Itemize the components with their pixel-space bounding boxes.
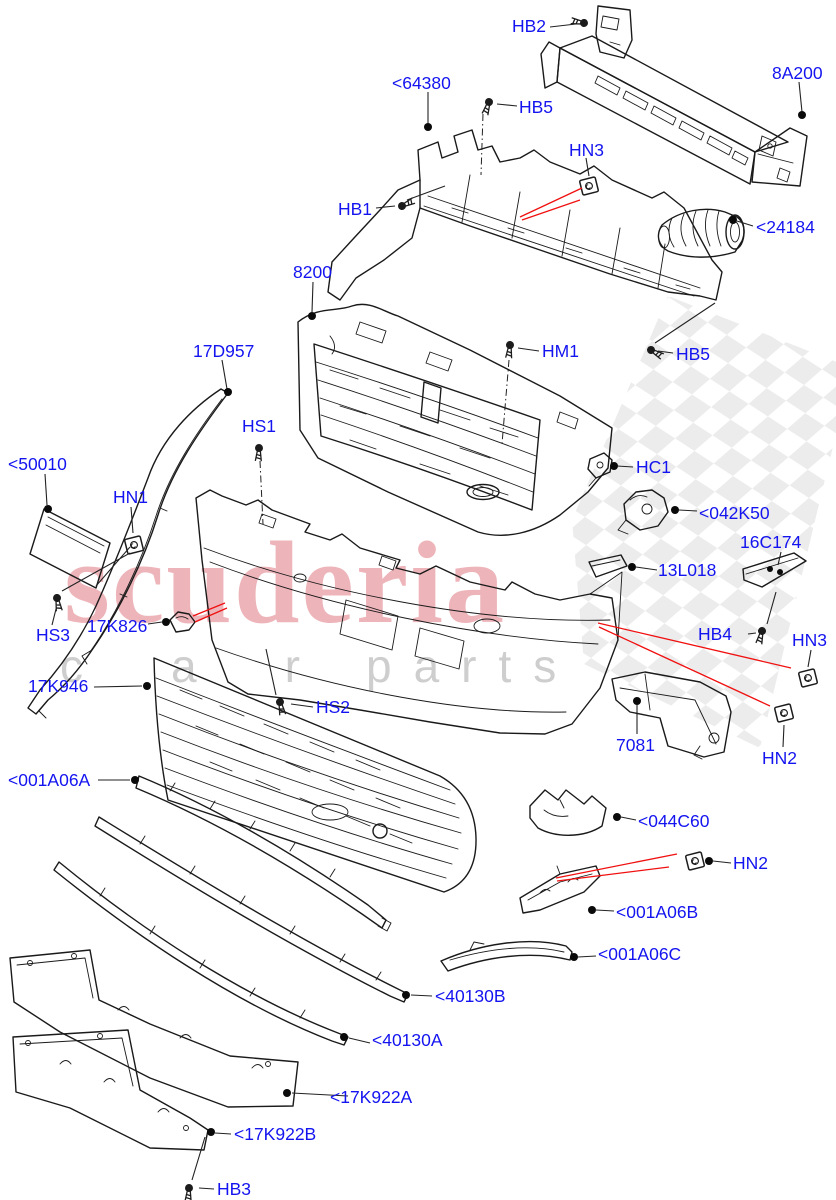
part-label-001a06b[interactable]: <001A06B xyxy=(616,902,698,922)
part-label-17k922b[interactable]: <17K922B xyxy=(234,1124,316,1144)
bolt-icon-hm1 xyxy=(504,339,516,359)
part-drawing-bumper-cover xyxy=(195,489,623,735)
part-label-hc1[interactable]: HC1 xyxy=(636,457,671,477)
screw-icon-hb1 xyxy=(396,196,417,212)
part-drawing-side-bracket-7081 xyxy=(611,671,732,760)
part-label-hs1[interactable]: HS1 xyxy=(242,416,276,436)
part-drawing-pad-13l018 xyxy=(588,554,628,578)
part-drawing-plate-bracket xyxy=(29,508,111,589)
part-label-hn3-right[interactable]: HN3 xyxy=(792,630,827,650)
part-drawing-bracket-044c60 xyxy=(529,789,607,836)
part-drawing-closing-bar-16c174 xyxy=(742,552,807,588)
part-drawing-impact-absorber xyxy=(327,129,723,301)
part-label-64380[interactable]: <64380 xyxy=(392,73,451,93)
part-label-50010[interactable]: <50010 xyxy=(8,454,67,474)
part-label-8200[interactable]: 8200 xyxy=(293,262,332,282)
part-drawing-clip-hc1 xyxy=(587,452,613,487)
part-label-hn2-mid[interactable]: HN2 xyxy=(733,853,768,873)
part-drawing-trim-blade-c xyxy=(53,861,349,1046)
part-drawing-trim-blade-a xyxy=(135,775,392,932)
part-label-40130a[interactable]: <40130A xyxy=(372,1030,443,1050)
screw-icon-hb5-top xyxy=(480,96,495,117)
screw-icon-hs3 xyxy=(51,592,64,613)
part-label-042k50[interactable]: <042K50 xyxy=(699,503,770,523)
part-label-hb5-mid[interactable]: HB5 xyxy=(676,344,710,364)
part-label-hs2[interactable]: HS2 xyxy=(316,697,350,717)
part-drawing-skid-plate-a xyxy=(9,949,299,1108)
part-label-16c174[interactable]: 16C174 xyxy=(740,532,802,552)
part-label-hb3[interactable]: HB3 xyxy=(217,1179,251,1199)
part-label-hb4[interactable]: HB4 xyxy=(698,624,732,644)
part-drawing-trim-strip-001a06c xyxy=(440,940,573,972)
part-label-7081[interactable]: 7081 xyxy=(616,735,655,755)
checkered-flag-watermark xyxy=(572,296,836,748)
nut-icon-hn2-mid xyxy=(684,851,706,871)
watermark-tagline-car: car xyxy=(60,640,388,692)
part-drawing-air-duct xyxy=(657,208,745,258)
nut-icon-hn1 xyxy=(123,535,145,555)
part-label-17k922a[interactable]: <17K922A xyxy=(330,1087,413,1107)
part-label-001a06a[interactable]: <001A06A xyxy=(8,770,91,790)
part-drawing-trim-blade-b xyxy=(94,816,409,1003)
screw-icon-hb3 xyxy=(183,1183,194,1200)
part-label-001a06c[interactable]: <001A06C xyxy=(598,944,681,964)
nut-icon-hn3-right xyxy=(797,668,819,688)
part-label-8a200[interactable]: 8A200 xyxy=(772,63,823,83)
part-label-hn3-top[interactable]: HN3 xyxy=(569,140,604,160)
part-drawing-lower-grille xyxy=(153,657,477,893)
part-label-13l018[interactable]: 13L018 xyxy=(658,560,716,580)
part-drawing-skid-plate-b xyxy=(12,1029,209,1151)
part-drawing-bumper-armature xyxy=(540,5,808,187)
part-drawing-side-trim-strip xyxy=(27,388,229,719)
part-label-17d957[interactable]: 17D957 xyxy=(193,341,254,361)
leader-lines xyxy=(44,23,812,1190)
part-label-hn1[interactable]: HN1 xyxy=(113,487,148,507)
part-label-hb2[interactable]: HB2 xyxy=(512,16,546,36)
nut-icon-hn2-right xyxy=(773,703,795,723)
part-label-17k946[interactable]: 17K946 xyxy=(28,676,88,696)
screw-icon-hb2 xyxy=(569,16,590,29)
part-label-24184[interactable]: <24184 xyxy=(756,217,815,237)
red-pointer-lines xyxy=(192,187,792,882)
part-drawing-bracket-strip-001a06b xyxy=(519,865,601,914)
part-labels: HB2 8A200 <64380 HB5 HN3 HB1 <24184 8200… xyxy=(8,16,827,1199)
part-drawing-radiator-grille xyxy=(297,303,613,536)
part-label-40130b[interactable]: <40130B xyxy=(435,986,506,1006)
nut-icon-hn3-top xyxy=(578,176,600,196)
part-label-17k826[interactable]: 17K826 xyxy=(87,616,147,636)
screw-icon-hs1 xyxy=(253,443,264,462)
part-label-hs3[interactable]: HS3 xyxy=(36,625,70,645)
part-label-hn2-right[interactable]: HN2 xyxy=(762,748,797,768)
screw-icon-hs2 xyxy=(274,696,288,717)
watermark-tagline-parts: parts xyxy=(366,640,578,692)
part-drawing-clip-042k50 xyxy=(617,489,669,535)
part-label-hb5-top[interactable]: HB5 xyxy=(519,97,553,117)
watermark: scuderia car parts xyxy=(60,296,836,748)
part-label-hm1[interactable]: HM1 xyxy=(542,341,579,361)
part-label-hb1[interactable]: HB1 xyxy=(338,199,372,219)
part-label-044c60[interactable]: <044C60 xyxy=(638,811,710,831)
